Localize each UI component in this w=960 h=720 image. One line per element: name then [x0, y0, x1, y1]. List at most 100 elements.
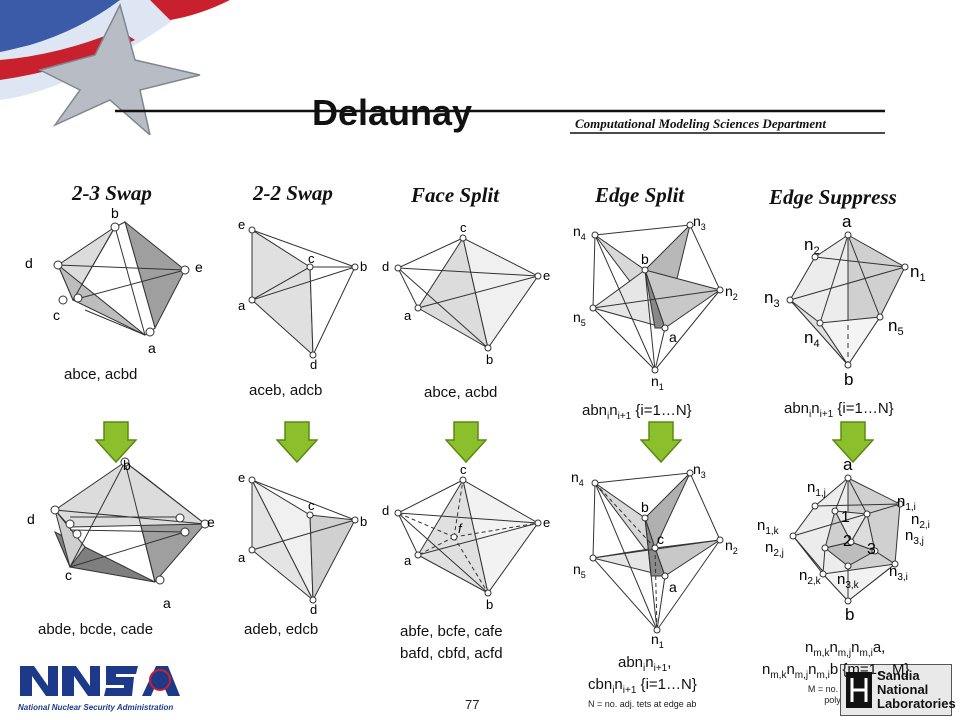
label-b: b — [111, 205, 119, 221]
label-a: a — [669, 329, 677, 345]
page-number: 77 — [465, 697, 480, 712]
caption-face-split-after-2: bafd, cbfd, acfd — [400, 645, 503, 662]
label-b: b — [123, 457, 131, 473]
label-c: c — [460, 465, 467, 477]
arrow-down-icon — [95, 421, 137, 464]
nnsa-logo-mark — [20, 666, 180, 696]
label-c: c — [308, 498, 315, 513]
label-n3j: n3,j — [905, 527, 924, 547]
caption-edge-suppress-before: abnini+1 {i=1…N} — [784, 400, 894, 420]
diagram-face-split-after: c d a b e f — [382, 465, 550, 612]
label-a: a — [238, 550, 246, 565]
caption-edge-split-before: abnini+1 {i=1…N} — [582, 402, 692, 422]
label-f: f — [458, 521, 463, 536]
label-b: b — [360, 259, 367, 274]
label-n2i: n2,i — [911, 511, 930, 531]
diagram-2-3-swap-after: b d e c a — [27, 457, 215, 611]
label-n3i: n3,i — [889, 563, 908, 583]
label-a: a — [163, 595, 171, 611]
label-d: d — [382, 503, 389, 518]
sandia-logo-text: Sandia National Laboratories — [877, 668, 956, 711]
label-n1j: n1,j — [807, 479, 826, 499]
label-d: d — [310, 602, 317, 617]
nnsa-logo: National Nuclear Security Administration — [18, 662, 188, 712]
caption-edge-suppress-after-1: nm,knm,jnm,ia, — [805, 639, 886, 659]
label-n5: n5 — [573, 309, 586, 328]
caption-2-3-swap-after: abde, bcde, cade — [38, 621, 154, 638]
diagram-face-split-before: c d a b e — [382, 220, 550, 367]
diagram-2-3-swap-before: b d e c a — [25, 205, 203, 356]
title-2-2-swap: 2-2 Swap — [253, 181, 333, 205]
label-n4: n4 — [804, 328, 820, 350]
label-e: e — [238, 217, 245, 232]
label-n1: n1 — [651, 631, 664, 648]
label-b: b — [641, 251, 649, 267]
nnsa-logo-text: National Nuclear Security Administration — [18, 703, 174, 712]
label-n3: n3 — [693, 461, 706, 480]
label-a: a — [238, 298, 246, 313]
label-n3: n3 — [693, 213, 706, 232]
arrow-down-icon — [445, 421, 487, 464]
label-b: b — [844, 370, 853, 385]
diagram-edge-suppress-after: a b n1,j n1,i n2,i n1,k n3,j n2,j n2,k n… — [757, 456, 930, 624]
label-c: c — [308, 251, 315, 266]
label-a: a — [842, 212, 852, 231]
arrow-down-icon — [832, 421, 874, 464]
label-n2: n2 — [725, 283, 738, 302]
label-e: e — [238, 470, 245, 485]
label-b: b — [486, 352, 493, 367]
label-c: c — [657, 531, 664, 547]
label-n4: n4 — [573, 223, 586, 242]
flag-star-banner — [0, 0, 230, 135]
label-n2: n2 — [804, 235, 820, 257]
title-edge-split: Edge Split — [595, 183, 685, 207]
diagram-edge-suppress-before: a b n2 n1 n3 n5 n4 — [764, 212, 926, 385]
label-n2: n2 — [725, 537, 738, 556]
label-triangle-3: 3 — [867, 541, 876, 558]
department-label: Computational Modeling Sciences Departme… — [575, 116, 826, 131]
label-d: d — [382, 259, 389, 274]
label-d: d — [310, 357, 317, 372]
caption-2-2-swap-after: adeb, edcb — [244, 621, 319, 638]
label-triangle-2: 2 — [843, 533, 852, 550]
label-n1: n1 — [910, 262, 926, 284]
footnote-edge-split: N = no. adj. tets at edge ab — [588, 699, 697, 709]
label-e: e — [543, 268, 550, 283]
title-2-3-swap: 2-3 Swap — [72, 181, 152, 205]
label-n4: n4 — [571, 469, 584, 488]
label-b: b — [845, 605, 854, 624]
caption-face-split-before: abce, acbd — [424, 384, 498, 401]
diagram-2-2-swap-before: e a c b d — [238, 217, 367, 372]
title-face-split: Face Split — [411, 183, 500, 207]
label-n5: n5 — [888, 316, 904, 338]
thunderbird-icon — [846, 672, 872, 708]
label-a: a — [404, 308, 412, 323]
caption-2-2-swap-before: aceb, adcb — [249, 382, 323, 399]
label-n1: n1 — [651, 373, 664, 390]
diagram-edge-split-before: b a n4 n3 n2 n5 n1 — [573, 213, 738, 390]
sandia-logo: Sandia National Laboratories — [840, 664, 956, 716]
arrow-down-icon — [640, 421, 682, 464]
caption-face-split-after-1: abfe, bcfe, cafe — [400, 623, 503, 640]
label-n2j: n2,j — [765, 539, 784, 559]
label-a: a — [669, 579, 677, 595]
label-e: e — [207, 514, 215, 530]
label-e: e — [543, 515, 550, 530]
label-d: d — [27, 511, 35, 527]
page-title: Delaunay — [312, 92, 473, 133]
label-n1i: n1,i — [897, 493, 916, 513]
caption-edge-split-after-2: cbnini+1 {i=1…N} — [588, 676, 697, 696]
label-c: c — [53, 307, 60, 323]
label-a: a — [404, 553, 412, 568]
title-edge-suppress: Edge Suppress — [769, 185, 897, 209]
label-b: b — [360, 514, 367, 529]
label-b: b — [486, 597, 493, 612]
label-n1k: n1,k — [757, 517, 780, 537]
label-n3: n3 — [764, 288, 780, 310]
label-n2k: n2,k — [799, 567, 822, 587]
label-c: c — [65, 567, 72, 583]
diagram-2-2-swap-after: e a c b d — [238, 470, 367, 617]
arrow-down-icon — [276, 421, 318, 464]
label-b: b — [641, 499, 649, 515]
label-a: a — [843, 456, 853, 474]
